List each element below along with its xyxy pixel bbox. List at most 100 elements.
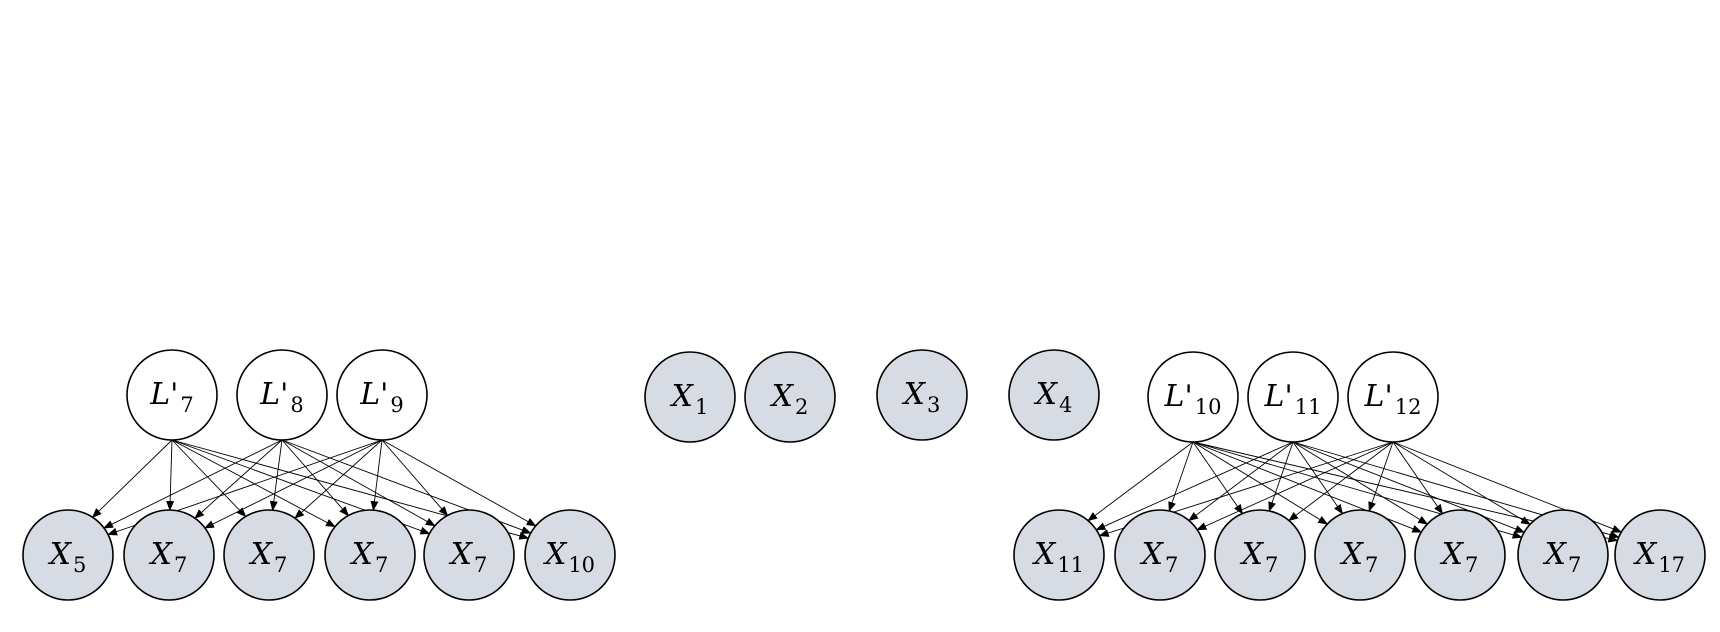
node-Lp11: L'11 [1247, 351, 1339, 443]
node-XB3: X7 [1314, 509, 1406, 601]
observed-node-circle [22, 509, 114, 601]
latent-node-circle [126, 349, 218, 441]
edge-Lp12-to-XB5 [1392, 441, 1531, 525]
observed-node-circle [423, 509, 515, 601]
node-label: L'12 [1364, 379, 1422, 419]
node-label-base: X [543, 537, 568, 572]
node-XB2: X7 [1214, 509, 1306, 601]
node-label: L'11 [1264, 379, 1322, 419]
edge-Lp10-to-X11 [1087, 441, 1194, 522]
node-label: X17 [1633, 537, 1685, 577]
edge-Lp12-to-XB2 [1288, 441, 1394, 522]
node-label-subscript: 11 [1295, 395, 1322, 419]
observed-node-circle [1614, 509, 1706, 601]
latent-node-circle [1247, 351, 1339, 443]
node-label-subscript: 12 [1395, 395, 1422, 419]
edge-Lp9-to-XA1 [204, 439, 383, 529]
node-label-subscript: 4 [1059, 393, 1072, 417]
edge-Lp12-to-XB1 [1196, 441, 1394, 531]
node-X17: X17 [1614, 509, 1706, 601]
node-X4: X4 [1008, 349, 1100, 441]
node-label-subscript: 1 [695, 395, 708, 419]
edge-Lp11-to-XB2 [1268, 441, 1294, 512]
observed-node-circle [1008, 349, 1100, 441]
node-label-subscript: 7 [174, 553, 187, 577]
edge-Lp11-to-XB3 [1292, 441, 1344, 515]
observed-node-circle [123, 509, 215, 601]
edge-Lp8-to-X5 [103, 439, 283, 529]
edge-Lp11-to-XB1 [1188, 441, 1294, 522]
edge-Lp8-to-XA1 [194, 439, 283, 519]
node-label: X7 [1440, 537, 1479, 577]
node-label: X4 [1034, 377, 1073, 417]
node-label-subscript: 3 [927, 393, 940, 417]
node-XB1: X7 [1114, 509, 1206, 601]
node-label-subscript: 7 [1568, 553, 1581, 577]
node-X10: X10 [524, 509, 616, 601]
node-label: X7 [1340, 537, 1379, 577]
node-label-subscript: 5 [73, 553, 86, 577]
edge-Lp10-to-XB2 [1192, 441, 1244, 515]
node-Lp12: L'12 [1347, 351, 1439, 443]
node-Lp10: L'10 [1147, 351, 1239, 443]
edge-Lp7-to-XA2 [171, 439, 247, 518]
edge-Lp8-to-XA2 [269, 439, 283, 512]
node-label-subscript: 7 [1365, 553, 1378, 577]
edge-Lp7-to-XA1 [166, 439, 175, 512]
node-label-subscript: 7 [1465, 553, 1478, 577]
node-label-subscript: 7 [1265, 553, 1278, 577]
node-label: X7 [449, 537, 488, 577]
node-label-subscript: 9 [390, 393, 403, 417]
node-label-base: X [149, 537, 174, 572]
node-label: L'7 [149, 377, 194, 417]
node-X5: X5 [22, 509, 114, 601]
edge-Lp9-to-XA4 [381, 439, 449, 517]
observed-node-circle [1214, 509, 1306, 601]
node-label-base: X [1140, 537, 1165, 572]
edge-Lp7-to-XA3 [171, 439, 336, 528]
node-label-base: X [48, 537, 73, 572]
edge-Lp7-to-X5 [91, 439, 173, 518]
node-label: X11 [1032, 537, 1084, 577]
node-label-subscript: 8 [290, 393, 303, 417]
edge-Lp11-to-XB4 [1292, 441, 1429, 525]
node-label: X3 [902, 377, 941, 417]
observed-node-circle [644, 351, 736, 443]
edge-Lp10-to-XB3 [1192, 441, 1329, 525]
node-X3: X3 [876, 349, 968, 441]
edge-Lp9-to-XA2 [294, 439, 383, 519]
observed-node-circle [1314, 509, 1406, 601]
node-label: L'9 [359, 377, 404, 417]
node-label-base: X [902, 377, 927, 412]
node-label-subscript: 7 [274, 553, 287, 577]
node-label-base: X [350, 537, 375, 572]
node-label-base: L' [359, 377, 388, 412]
node-label: L'10 [1164, 379, 1222, 419]
node-label-subscript: 11 [1057, 553, 1084, 577]
node-label-subscript: 2 [795, 395, 808, 419]
node-label: L'8 [259, 377, 304, 417]
node-label-base: X [1032, 537, 1057, 572]
node-label-base: X [449, 537, 474, 572]
node-label-base: X [1543, 537, 1568, 572]
edge-Lp9-to-XA3 [370, 439, 383, 512]
latent-node-circle [1147, 351, 1239, 443]
node-XA3: X7 [324, 509, 416, 601]
node-label-base: X [1034, 377, 1059, 412]
node-label: X7 [149, 537, 188, 577]
edge-Lp9-to-X10 [381, 439, 537, 527]
edge-Lp8-to-XA3 [281, 439, 349, 517]
node-label: X7 [350, 537, 389, 577]
node-label-base: X [1633, 537, 1658, 572]
observed-node-circle [744, 351, 836, 443]
edge-Lp10-to-XB1 [1168, 441, 1194, 512]
node-label-subscript: 10 [1195, 395, 1222, 419]
node-label-base: X [1440, 537, 1465, 572]
node-label-subscript: 10 [568, 553, 595, 577]
edge-Lp12-to-XB4 [1392, 441, 1444, 515]
observed-node-circle [524, 509, 616, 601]
node-XA1: X7 [123, 509, 215, 601]
node-label-base: L' [1264, 379, 1293, 414]
observed-node-circle [876, 349, 968, 441]
